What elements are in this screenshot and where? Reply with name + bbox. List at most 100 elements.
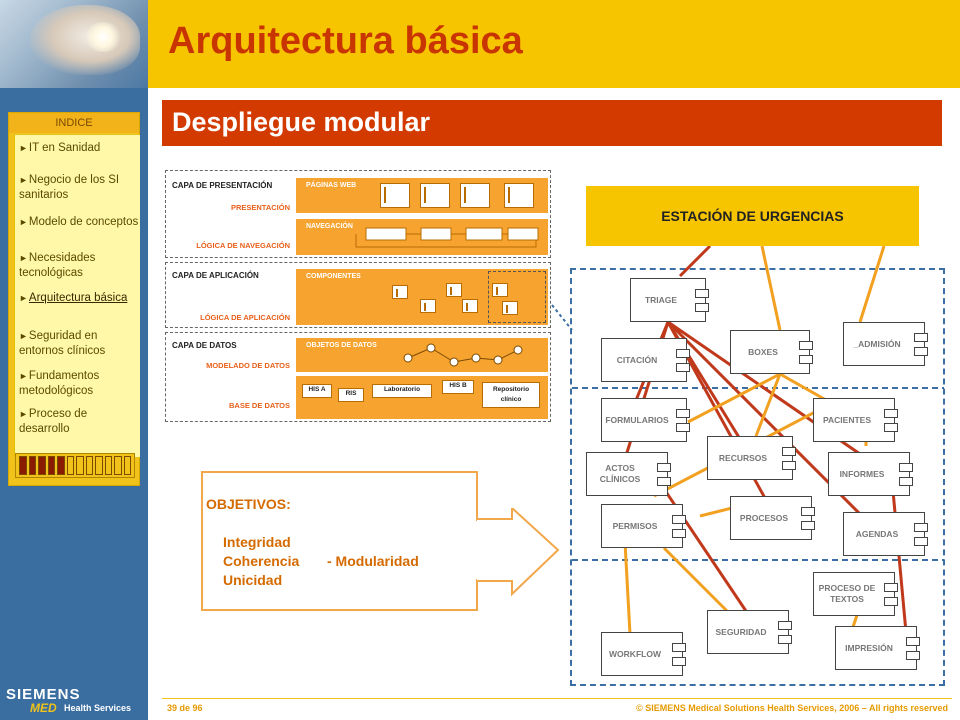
logo-med: MED — [30, 701, 57, 715]
component-triage[interactable]: TRIAGE — [630, 278, 709, 322]
selection-box — [488, 271, 546, 323]
index-item-necesidades[interactable]: ►Necesidades tecnológicas — [19, 252, 96, 279]
component-agendas[interactable]: AGENDAS — [843, 512, 928, 556]
component-port-icon — [884, 423, 898, 432]
component-citacion[interactable]: CITACIÓN — [601, 338, 690, 382]
component-pacientes[interactable]: PACIENTES — [813, 398, 898, 442]
progress-segment — [123, 456, 131, 475]
application-layer: CAPA DE APLICACIÓN LÓGICA DE APLICACIÓN … — [165, 262, 551, 328]
progress-segment — [104, 456, 112, 475]
data-objects-label: OBJETOS DE DATOS — [306, 342, 377, 349]
component-formularios[interactable]: FORMULARIOS — [601, 398, 690, 442]
progress-segment — [66, 456, 74, 475]
index-item-negocio[interactable]: ►Negocio de los SI sanitarios — [19, 174, 120, 201]
application-logic-sub: LÓGICA DE APLICACIÓN — [200, 313, 290, 322]
layer-diagram: CAPA DE PRESENTACIÓN PRESENTACIÓN LÓGICA… — [165, 170, 551, 422]
logo-division: Health Services — [64, 703, 132, 713]
database-sub: BASE DE DATOS — [229, 401, 290, 410]
component-port-icon — [672, 529, 686, 538]
component-workflow[interactable]: WORKFLOW — [601, 632, 686, 676]
index-item-arquitectura[interactable]: ►Arquitectura básica — [19, 292, 128, 304]
station-title: ESTACIÓN DE URGENCIAS — [661, 208, 844, 224]
web-page-icon — [504, 183, 534, 208]
component-icon — [502, 301, 518, 315]
progress-segment — [114, 456, 122, 475]
component-proceso-textos[interactable]: PROCESO DE TEXTOS — [813, 572, 898, 616]
light-glow — [85, 22, 121, 52]
components-panel: COMPONENTES — [296, 269, 548, 325]
component-port-icon — [801, 507, 815, 516]
db-his-b: HIS B — [442, 380, 474, 394]
zoom-connector — [551, 304, 573, 331]
sidebar: INDICE ►IT en Sanidad ►Negocio de los SI… — [0, 0, 148, 720]
navigation-flow-icon — [355, 227, 539, 248]
component-port-icon — [676, 363, 690, 372]
component-icon — [392, 285, 408, 299]
index-item-seguridad[interactable]: ►Seguridad en entornos clínicos — [19, 330, 106, 357]
component-port-icon — [695, 289, 709, 298]
component-boxes[interactable]: BOXES — [730, 330, 813, 374]
data-layer: CAPA DE DATOS MODELADO DE DATOS BASE DE … — [165, 332, 551, 422]
component-admision[interactable]: _ADMISIÓN — [843, 322, 928, 366]
web-pages-label: PÁGINAS WEB — [306, 182, 357, 189]
component-port-icon — [657, 463, 671, 472]
arrow-right-icon: ► — [19, 371, 28, 381]
navigation-panel: NAVEGACIÓN — [296, 219, 548, 255]
header-photo — [0, 0, 148, 88]
component-informes[interactable]: INFORMES — [828, 452, 913, 496]
component-port-icon — [914, 537, 928, 546]
arrow-right-icon: ► — [19, 331, 28, 341]
data-layer-title: CAPA DE DATOS — [172, 341, 237, 350]
db-laboratorio: Laboratorio — [372, 384, 432, 398]
component-port-icon — [884, 409, 898, 418]
progress-segment — [38, 456, 46, 475]
component-port-icon — [672, 643, 686, 652]
component-permisos[interactable]: PERMISOS — [601, 504, 686, 548]
component-port-icon — [782, 447, 796, 456]
index-item-proceso[interactable]: ►Proceso de desarrollo — [19, 408, 88, 435]
index-item-modelo[interactable]: ►Modelo de conceptos — [19, 216, 139, 228]
objectives-box — [201, 471, 478, 611]
arrow-right-icon: ► — [19, 143, 28, 153]
data-objects-graph — [403, 343, 523, 367]
component-port-icon — [676, 423, 690, 432]
component-procesos[interactable]: PROCESOS — [730, 496, 815, 540]
progress-segment — [95, 456, 103, 475]
index-list: ►IT en Sanidad ►Negocio de los SI sanita… — [14, 135, 140, 457]
web-page-icon — [380, 183, 410, 208]
web-page-icon — [460, 183, 490, 208]
progress-segment — [76, 456, 84, 475]
component-recursos[interactable]: RECURSOS — [707, 436, 796, 480]
architecture-frame — [570, 268, 945, 686]
objective-modularidad: - Modularidad — [327, 553, 419, 569]
objective-unicidad: Unicidad — [223, 572, 283, 588]
presentation-sub: PRESENTACIÓN — [230, 203, 290, 212]
siemens-logo: SIEMENS MED Health Services — [6, 686, 146, 716]
db-repositorio: Repositorio clínico — [482, 382, 540, 408]
component-icon — [462, 299, 478, 313]
arrow-right-icon: ► — [19, 175, 28, 185]
component-port-icon — [899, 463, 913, 472]
component-port-icon — [778, 621, 792, 630]
component-port-icon — [799, 355, 813, 364]
component-impresion[interactable]: IMPRESIÓN — [835, 626, 920, 670]
component-port-icon — [899, 477, 913, 486]
application-layer-title: CAPA DE APLICACIÓN — [172, 271, 259, 280]
index-title: INDICE — [9, 113, 139, 133]
section-bar: Despliegue modular — [162, 100, 942, 146]
component-seguridad[interactable]: SEGURIDAD — [707, 610, 792, 654]
progress-segment — [28, 456, 36, 475]
index-item-fundamentos[interactable]: ►Fundamentos metodológicos — [19, 370, 100, 397]
component-port-icon — [906, 637, 920, 646]
navigation-label: NAVEGACIÓN — [306, 223, 353, 230]
progress-segment — [85, 456, 93, 475]
footer-divider — [162, 698, 952, 699]
component-actos-clinicos[interactable]: ACTOS CLÍNICOS — [586, 452, 671, 496]
arrow-right-icon: ► — [19, 293, 28, 303]
station-header: ESTACIÓN DE URGENCIAS — [586, 186, 919, 246]
component-port-icon — [884, 597, 898, 606]
databases-panel: HIS A RIS Laboratorio HIS B Repositorio … — [296, 376, 548, 419]
component-port-icon — [801, 521, 815, 530]
components-label: COMPONENTES — [306, 273, 361, 280]
index-item-it-sanidad[interactable]: ►IT en Sanidad — [19, 142, 101, 154]
